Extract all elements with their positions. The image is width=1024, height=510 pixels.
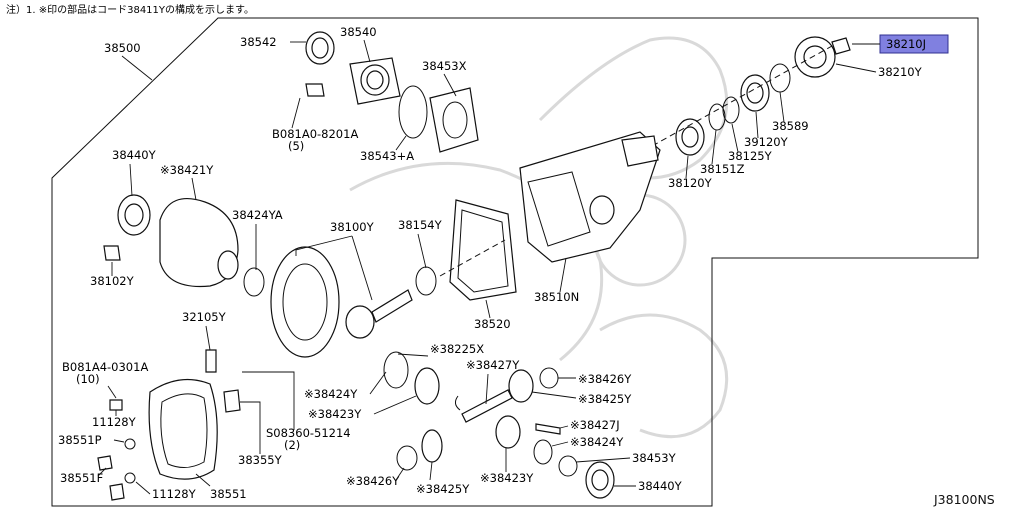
label-38440y-bottom[interactable]: 38440Y <box>638 479 683 493</box>
label-38425y-right[interactable]: ※38425Y <box>578 392 632 406</box>
label-38542[interactable]: 38542 <box>240 35 277 49</box>
label-08360-qty: (2) <box>284 438 300 452</box>
label-38151z[interactable]: 38151Z <box>700 162 745 176</box>
footnote: 注）1. ※印の部品はコード38411Yの構成を示します。 <box>6 3 254 16</box>
diff-internals <box>383 351 615 499</box>
label-32105y[interactable]: 32105Y <box>182 310 227 324</box>
assembly-outline <box>51 17 979 507</box>
label-11128y-bottom[interactable]: 11128Y <box>152 487 197 501</box>
label-38100y[interactable]: 38100Y <box>330 220 375 234</box>
label-38355y[interactable]: 38355Y <box>238 453 283 467</box>
label-38453x[interactable]: 38453X <box>422 59 467 73</box>
label-38440y-top[interactable]: 38440Y <box>112 148 157 162</box>
label-38453y[interactable]: 38453Y <box>632 451 677 465</box>
label-38543a[interactable]: 38543+A <box>360 149 414 163</box>
label-38154y[interactable]: 38154Y <box>398 218 443 232</box>
label-38102y[interactable]: 38102Y <box>90 274 135 288</box>
label-38225x[interactable]: ※38225X <box>430 342 484 356</box>
side-retainer-group <box>305 31 479 153</box>
label-38210j[interactable]: 38210J <box>886 37 926 51</box>
label-38427j[interactable]: ※38427J <box>570 418 620 432</box>
label-38424y-right[interactable]: ※38424Y <box>570 435 624 449</box>
pinion-bearing-stack <box>599 36 851 176</box>
label-38423y-left[interactable]: ※38423Y <box>308 407 362 421</box>
ring-pinion-gear <box>270 239 506 358</box>
label-38426y-bottom[interactable]: ※38426Y <box>346 474 400 488</box>
label-39120y[interactable]: 39120Y <box>744 135 789 149</box>
label-38424y-left[interactable]: ※38424Y <box>304 387 358 401</box>
label-38551[interactable]: 38551 <box>210 487 247 501</box>
label-38424ya[interactable]: 38424YA <box>232 208 283 222</box>
callouts: 38542 38540 38453X 38210J 38210Y B081A0-… <box>58 25 949 501</box>
label-38421y[interactable]: ※38421Y <box>160 163 214 177</box>
label-081a0-8201a[interactable]: B081A0-8201A <box>272 127 358 141</box>
label-38510n[interactable]: 38510N <box>534 290 579 304</box>
diff-case <box>103 194 265 297</box>
label-38423y-bottom[interactable]: ※38423Y <box>480 471 534 485</box>
cover-gasket <box>449 199 517 301</box>
rear-cover <box>97 349 241 501</box>
label-38210y[interactable]: 38210Y <box>878 65 923 79</box>
label-38551p[interactable]: 38551P <box>58 433 102 447</box>
label-38427y[interactable]: ※38427Y <box>466 358 520 372</box>
label-38589[interactable]: 38589 <box>772 119 809 133</box>
label-38551f[interactable]: 38551F <box>60 471 103 485</box>
label-08360-51214[interactable]: S08360-51214 <box>266 426 351 440</box>
label-38120y[interactable]: 38120Y <box>668 176 713 190</box>
carrier-housing <box>519 131 661 263</box>
label-38540[interactable]: 38540 <box>340 25 377 39</box>
label-38520[interactable]: 38520 <box>474 317 511 331</box>
diagram-code: J38100NS <box>933 492 995 507</box>
label-11128y-top[interactable]: 11128Y <box>92 415 137 429</box>
label-081a0-qty: (5) <box>288 139 304 153</box>
label-38426y-right[interactable]: ※38426Y <box>578 372 632 386</box>
label-38425y-bottom[interactable]: ※38425Y <box>416 482 470 496</box>
label-081a4-qty: (10) <box>76 372 100 386</box>
label-38500[interactable]: 38500 <box>104 41 141 55</box>
label-38125y[interactable]: 38125Y <box>728 149 773 163</box>
label-081a4-0301a[interactable]: B081A4-0301A <box>62 360 148 374</box>
